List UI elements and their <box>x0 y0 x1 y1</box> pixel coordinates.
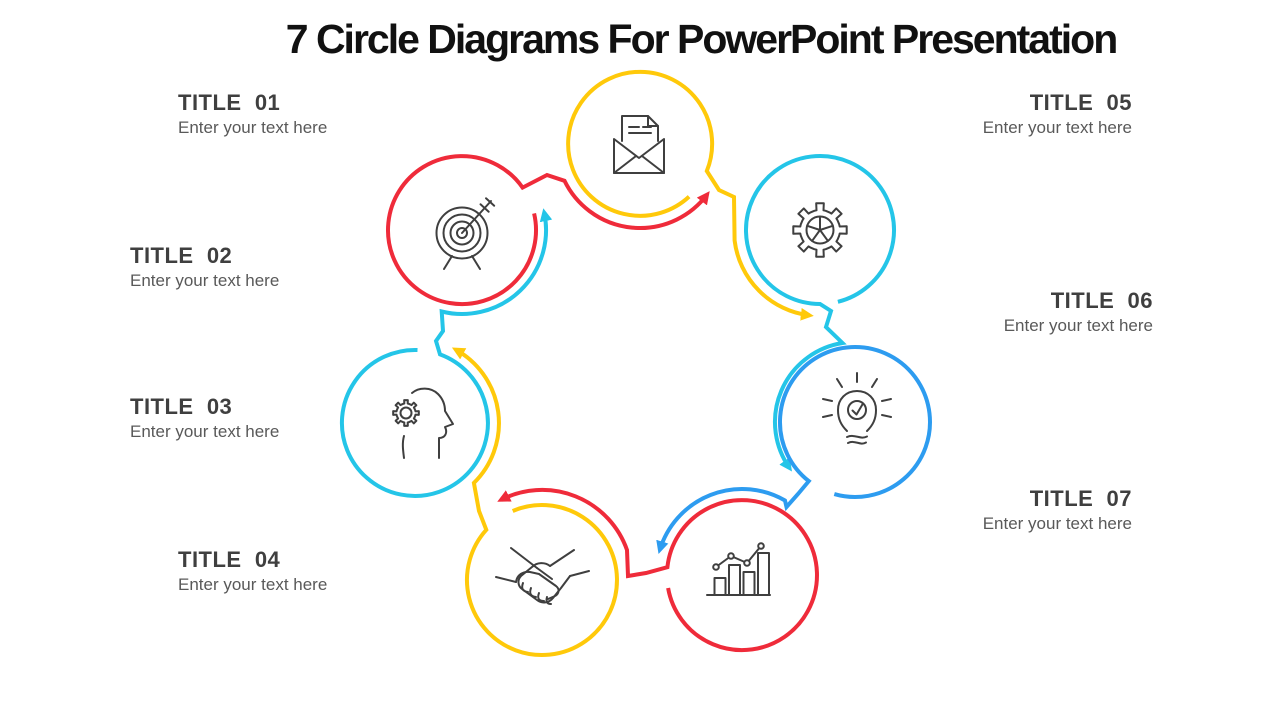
label-title-02: TITLE 02 <box>130 243 233 268</box>
circle-head-gear-mind[interactable] <box>339 208 553 498</box>
label-title-01: TITLE 01 <box>178 90 281 115</box>
gear-icon <box>792 202 848 258</box>
target-arrow-icon <box>435 197 496 270</box>
lightbulb-idea-icon <box>822 372 892 445</box>
label-sub-02: Enter your text here <box>130 271 280 290</box>
bar-chart-growth-icon <box>706 542 771 596</box>
head-gear-mind-icon <box>392 387 454 459</box>
page-title[interactable]: 7 Circle Diagrams For PowerPoint Present… <box>285 16 1118 62</box>
circle-handshake[interactable] <box>451 347 619 658</box>
circle-mail-document[interactable] <box>566 69 814 321</box>
label-title-04: TITLE 04 <box>178 547 281 572</box>
label-sub-07: Enter your text here <box>982 514 1132 533</box>
label-title-06: TITLE 06 <box>1050 288 1153 313</box>
label-title-03: TITLE 03 <box>130 394 233 419</box>
circle-gear[interactable] <box>744 154 896 472</box>
label-title-07: TITLE 07 <box>1029 486 1132 511</box>
label-block-03[interactable]: TITLE 03 Enter your text here <box>130 394 279 442</box>
label-sub-05: Enter your text here <box>982 118 1132 137</box>
label-block-07[interactable]: TITLE 07 Enter your text here <box>983 486 1132 534</box>
label-sub-01: Enter your text here <box>178 118 328 137</box>
label-sub-04: Enter your text here <box>178 575 328 594</box>
label-block-05[interactable]: TITLE 05 Enter your text here <box>983 90 1132 138</box>
label-title-05: TITLE 05 <box>1029 90 1132 115</box>
circle-target-arrow[interactable] <box>386 154 710 307</box>
label-sub-03: Enter your text here <box>130 422 280 441</box>
label-block-01[interactable]: TITLE 01 Enter your text here <box>178 90 327 138</box>
label-block-04[interactable]: TITLE 04 Enter your text here <box>178 547 327 595</box>
label-block-02[interactable]: TITLE 02 Enter your text here <box>130 243 279 291</box>
label-sub-06: Enter your text here <box>1003 316 1153 335</box>
label-block-06[interactable]: TITLE 06 Enter your text here <box>1004 288 1153 336</box>
mail-document-icon <box>613 115 665 174</box>
circle-lightbulb-idea[interactable] <box>656 345 932 555</box>
handshake-icon <box>495 547 590 605</box>
circle-bar-chart-growth[interactable] <box>497 487 819 653</box>
